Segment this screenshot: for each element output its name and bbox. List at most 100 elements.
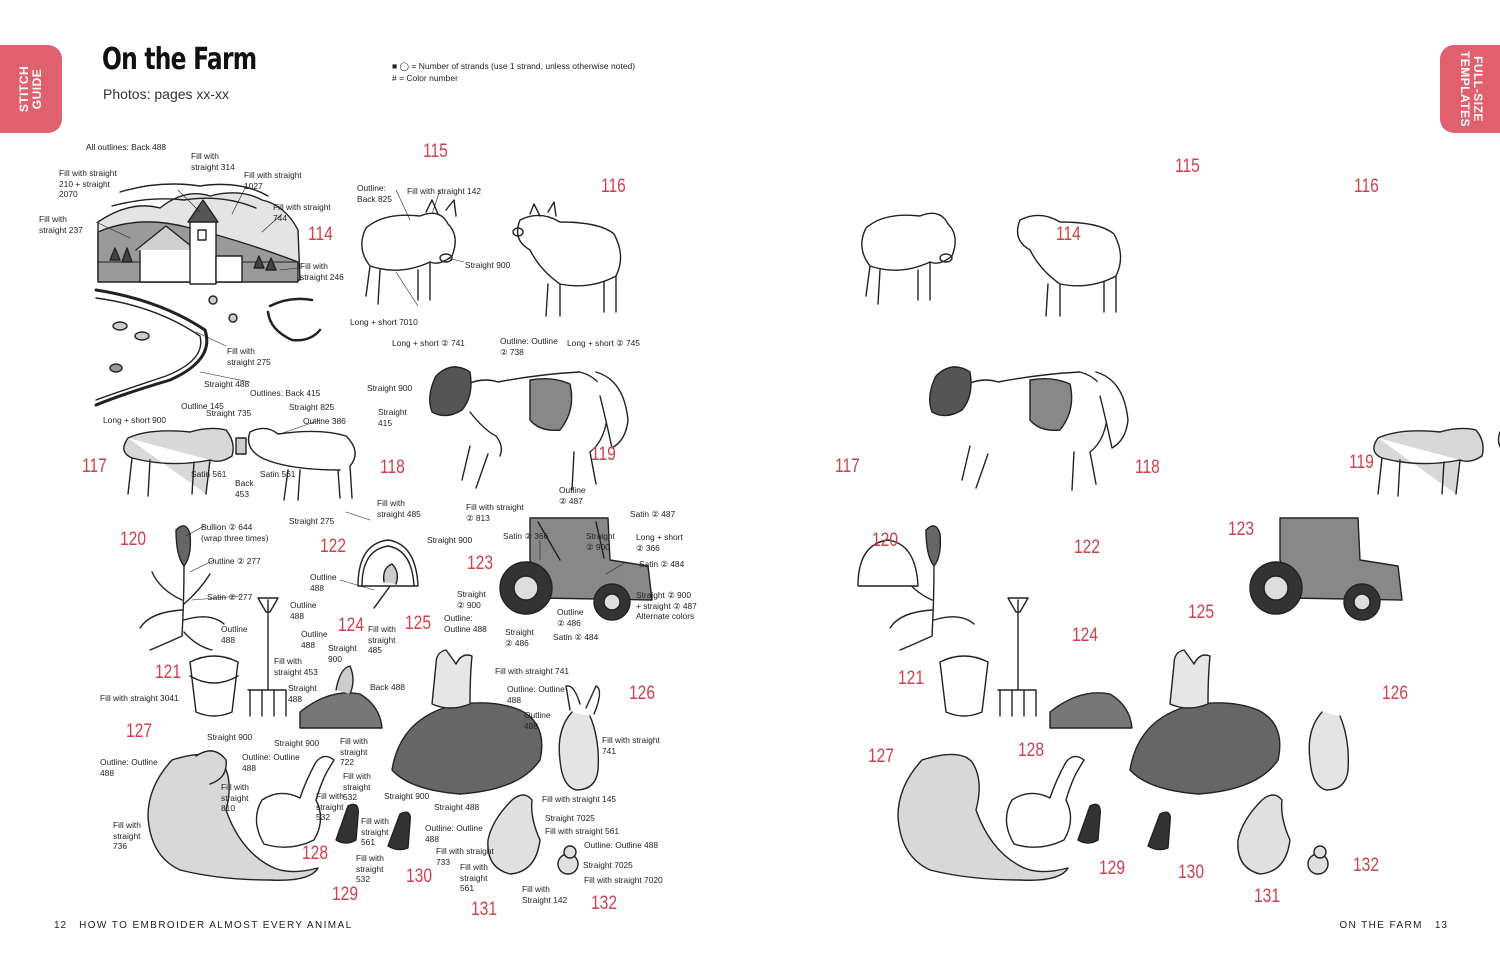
- stitch-note: Straight 735: [206, 408, 252, 418]
- stitch-note: Outline 488: [310, 572, 337, 593]
- stitch-note: Fill with straight 275: [227, 346, 271, 367]
- stitch-note: Outline ② 277: [208, 556, 261, 566]
- figure-number-118: 118: [1135, 457, 1160, 478]
- figure-number-127: 127: [126, 721, 152, 742]
- cow-illustration: [147, 750, 319, 881]
- rabbit-illustration: [1308, 711, 1350, 791]
- page-subtitle: Photos: pages xx-xx: [103, 86, 230, 102]
- stitch-note: Straight 275: [289, 516, 335, 526]
- stitch-note: Fill with straight 145: [542, 794, 617, 804]
- stitch-note: Fill with straight 453: [274, 656, 318, 677]
- stitch-note: Fill with straight 741: [495, 666, 570, 676]
- stitch-note: Straight 7025: [545, 813, 595, 823]
- stitch-note: Straight 900: [207, 732, 253, 742]
- stitch-note: Outline: Back 825: [357, 183, 392, 204]
- left-page: STITCH GUIDE On the Farm Photos: pages x…: [0, 42, 697, 931]
- pony-illustration: [429, 366, 629, 491]
- figure-number-128: 128: [1018, 740, 1044, 761]
- figure-number-124: 124: [1072, 625, 1098, 646]
- cattail-illustration: [139, 525, 225, 651]
- figure-number-130: 130: [1178, 862, 1204, 883]
- figure-number-131: 131: [1254, 886, 1280, 907]
- figure-number-126: 126: [1382, 683, 1408, 704]
- stitch-note: Fill with straight 532: [343, 771, 371, 802]
- figure-number-122: 122: [320, 536, 346, 557]
- figure-number-115: 115: [1175, 156, 1200, 177]
- goats-illustration: [1373, 427, 1500, 497]
- cow-illustration: [897, 753, 1069, 881]
- page-number-left: 12: [54, 920, 68, 931]
- stitch-note: Long + short 7010: [350, 317, 418, 327]
- window-cat-illustration: [357, 539, 419, 609]
- stitch-note: Straight 900: [465, 260, 511, 270]
- stitch-note: Straight 488: [204, 379, 250, 389]
- stitch-guide-tab[interactable]: STITCH GUIDE: [0, 45, 62, 133]
- figure-number-122: 122: [1074, 537, 1100, 558]
- stitch-note: Fill with straight 561: [545, 826, 620, 836]
- stitch-note: Straight 900: [427, 535, 473, 545]
- stitch-note: Straight 415: [378, 407, 407, 428]
- goose-illustration: [255, 755, 335, 848]
- stitch-note: Outline 386: [303, 416, 346, 426]
- figure-number-114: 114: [308, 224, 333, 245]
- stitch-note: Fill with straight 532: [316, 791, 344, 822]
- stitch-note: Outline: Outline 488: [507, 684, 565, 705]
- figure-number-126: 126: [629, 683, 655, 704]
- figure-number-123: 123: [1228, 519, 1254, 540]
- stitch-note: Satin ② 366: [503, 531, 549, 541]
- figure-number-117: 117: [835, 456, 860, 477]
- figure-number-119: 119: [591, 444, 616, 465]
- stitch-note: Satin 561: [260, 469, 296, 479]
- figure-number-120: 120: [872, 530, 898, 551]
- stitch-note: Fill with straight 246: [300, 261, 344, 282]
- stitch-note: Satin ② 484: [639, 559, 685, 569]
- legend-strands-text: = Number of strands (use 1 strand, unles…: [411, 61, 636, 71]
- stitch-note: Straight 488: [288, 683, 317, 704]
- section-title: ON THE FARM: [1339, 920, 1423, 931]
- tractor-illustration: [499, 517, 653, 621]
- stitch-note: Fill with straight 561: [361, 816, 389, 847]
- stitch-note: Fill with straight 314: [191, 151, 235, 172]
- haystack-illustration: [391, 649, 543, 795]
- stitch-note: Straight 900: [274, 738, 320, 748]
- goats-illustration: [123, 427, 356, 501]
- bucket-and-fork-illustration: [189, 597, 287, 717]
- stitch-note: Fill with straight 1027: [244, 170, 302, 191]
- stitch-note: Straight 488: [434, 802, 480, 812]
- stitch-note: Fill with straight 722: [340, 736, 368, 767]
- stitch-note: Straight 900: [328, 643, 357, 664]
- stitch-note: Fill with straight 744: [273, 202, 331, 223]
- farm-scene-illustration: [94, 183, 322, 407]
- figure-number-119: 119: [1349, 452, 1374, 473]
- stitch-note: Straight 900: [367, 383, 413, 393]
- stitch-note: Fill with straight 142: [407, 186, 482, 196]
- figure-number-127: 127: [868, 746, 894, 767]
- stitch-note: Outline: Outline 488: [100, 757, 158, 778]
- stitch-note: Outline 488: [301, 629, 328, 650]
- filled-square-icon: ■: [392, 61, 398, 71]
- legend-strands-row: ■ ◯ = Number of strands (use 1 strand, u…: [392, 60, 635, 72]
- pig-illustration: [361, 199, 457, 305]
- stitch-note: Outline ② 486: [557, 607, 584, 628]
- stitch-note: Back 453: [235, 478, 254, 499]
- figure-number-129: 129: [1099, 858, 1125, 879]
- stitch-note: Fill with straight 3041: [100, 693, 179, 703]
- crow-illustration: [335, 803, 359, 844]
- figure-number-128: 128: [302, 843, 328, 864]
- stitch-note: Fill with straight 810: [221, 782, 249, 813]
- haystack-illustration: [1129, 649, 1281, 795]
- mouse-illustration: [299, 665, 383, 729]
- figure-number-132: 132: [591, 893, 617, 914]
- figure-number-131: 131: [471, 899, 497, 920]
- figure-number-117: 117: [82, 456, 107, 477]
- stitch-note: Satin ② 277: [207, 592, 253, 602]
- stitch-note: Fill with Straight 142: [522, 884, 568, 905]
- hen-illustration: [487, 794, 541, 875]
- page-number-right: 13: [1434, 920, 1448, 931]
- stitch-note: Fill with straight 736: [113, 820, 141, 851]
- full-size-templates-tab[interactable]: FULL-SIZE TEMPLATES: [1440, 45, 1500, 133]
- bucket-and-fork-illustration: [939, 597, 1037, 717]
- right-page: FULL-SIZE TEMPLATES: [750, 0, 1500, 972]
- stitch-note: Outline: Outline 488: [242, 752, 300, 773]
- stitch-note: Fill with straight 532: [356, 853, 384, 884]
